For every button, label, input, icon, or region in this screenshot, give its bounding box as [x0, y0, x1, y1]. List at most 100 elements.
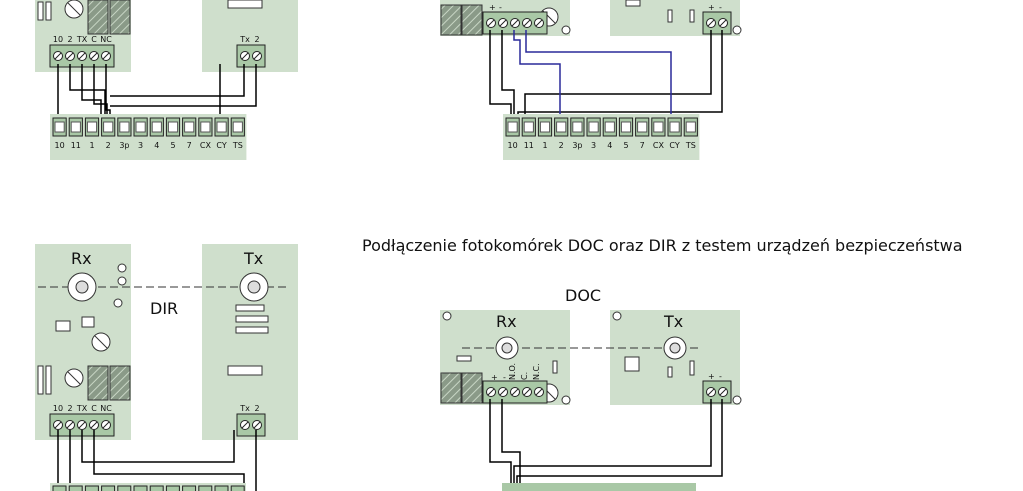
dir-tx-terminal-label: 2 [254, 35, 259, 44]
potentiometer-icon [64, 368, 84, 388]
cage-terminal-icon [133, 485, 148, 491]
screw-slot-icon [487, 388, 495, 396]
screw-slot-icon [253, 52, 261, 60]
screw-slot-icon [511, 388, 519, 396]
screw-slot-icon [241, 52, 249, 60]
dir-rx-terminal-label: TX [76, 35, 88, 44]
dir-rx-terminal-label: NC [100, 35, 112, 44]
cage-clamp-icon [151, 121, 162, 133]
led-icon [117, 276, 127, 286]
doc-tx-terminal-label: + [708, 372, 715, 381]
control-board-terminal-label: 5 [170, 141, 175, 150]
control-board-terminal-label: 2 [106, 141, 111, 150]
relay-icon [461, 372, 483, 404]
cage-terminal-icon [149, 485, 164, 491]
cage-clamp-icon [620, 121, 632, 133]
control-board-terminal-label: 4 [154, 141, 159, 150]
doc-tx-label: Tx [663, 312, 683, 331]
dir-tx-terminal-label: 2 [254, 404, 259, 413]
cage-terminal-icon [84, 485, 99, 491]
control-board-body [50, 483, 246, 491]
screw-slot-icon [719, 19, 727, 27]
cage-terminal-icon [214, 485, 229, 491]
relay-icon [87, 0, 109, 35]
screw-slot-icon [719, 388, 727, 396]
dir-rx-terminal-label: C [91, 35, 97, 44]
jumper-icon [667, 9, 695, 23]
dir-tx-terminal-block: Tx 2 [236, 404, 266, 437]
control-board-terminal-label: CY [669, 141, 679, 150]
dir-rx-terminal-label: NC [100, 404, 112, 413]
relay-icon [461, 4, 483, 36]
cage-terminal-icon [68, 485, 83, 491]
control-board-terminal-label: CX [653, 141, 665, 150]
doc-title: DOC [565, 286, 601, 305]
screw-slot-icon [535, 19, 543, 27]
doc-top-tx-terminal-label: + [708, 3, 715, 12]
potentiometer-icon [91, 332, 111, 352]
dir-rx-terminal-label: 2 [67, 35, 72, 44]
control-board-terminal-label: 10 [55, 141, 65, 150]
chip-icon [81, 316, 95, 328]
control-board-terminal-label: CX [200, 141, 212, 150]
mounting-hole-icon [442, 311, 452, 321]
cage-clamp-icon [232, 121, 243, 133]
dir-rx-terminal-label: C [91, 404, 97, 413]
screw-slot-icon [90, 421, 98, 429]
cage-clamp-icon [685, 121, 696, 133]
screw-slot-icon [54, 52, 62, 60]
doc-top-rx-terminal-block [482, 11, 548, 35]
mounting-hole-icon [612, 311, 622, 321]
doc-rx-terminal-label: + [491, 373, 498, 382]
screw-slot-icon [54, 421, 62, 429]
control-board-terminal-label: 7 [187, 141, 192, 150]
screw-slot-icon [78, 421, 86, 429]
cage-terminal-icon [182, 485, 197, 491]
screw-slot-icon [499, 388, 507, 396]
dir-tx-label: Tx [243, 249, 263, 268]
control-board-terminal-label: 3p [119, 141, 129, 150]
dip-switch-icon [227, 0, 263, 9]
cage-clamp-icon [135, 121, 146, 133]
control-board-terminal-label: 7 [640, 141, 645, 150]
dir-tx-terminal-label: Tx [239, 404, 250, 413]
doc-rx-terminal-label: N.C. [532, 363, 541, 380]
mounting-hole-icon [732, 25, 742, 35]
cage-clamp-icon [54, 121, 65, 133]
relay-icon [109, 0, 131, 35]
switch-icon [456, 355, 472, 362]
tx-lens-icon [239, 272, 269, 302]
cage-clamp-icon [200, 121, 211, 133]
doc-top-tx-terminal-label: - [719, 3, 722, 12]
relay-icon [87, 365, 109, 401]
control-board-terminal-label: TS [685, 141, 696, 150]
relay-icon [109, 365, 131, 401]
cage-clamp-icon [539, 121, 551, 133]
dir-rx-terminal-label: 2 [67, 404, 72, 413]
cage-clamp-icon [507, 121, 518, 133]
screw-slot-icon [102, 421, 110, 429]
control-board-terminal-label: 2 [559, 141, 564, 150]
screw-slot-icon [499, 19, 507, 27]
jumper-icon [552, 360, 695, 378]
terminal-block-body [236, 44, 266, 68]
screw-slot-icon [66, 52, 74, 60]
doc-bottom-group: DOC Rx Tx +-N.O.C.N.C. + [440, 286, 742, 491]
dir-top-tx-terminal-block: Tx 2 [236, 35, 266, 68]
cage-clamp-icon [556, 121, 567, 133]
screw-slot-icon [707, 19, 715, 27]
cage-clamp-icon [669, 121, 680, 133]
cage-clamp-icon [216, 121, 227, 133]
screw-slot-icon [241, 421, 249, 429]
screw-slot-icon [511, 19, 519, 27]
resistor-icon [235, 304, 269, 334]
led-icon [113, 298, 123, 308]
cage-clamp-icon [588, 121, 599, 133]
cage-clamp-icon [653, 121, 664, 133]
cage-clamp-icon [86, 121, 98, 133]
dir-tx-terminal-label: Tx [239, 35, 250, 44]
